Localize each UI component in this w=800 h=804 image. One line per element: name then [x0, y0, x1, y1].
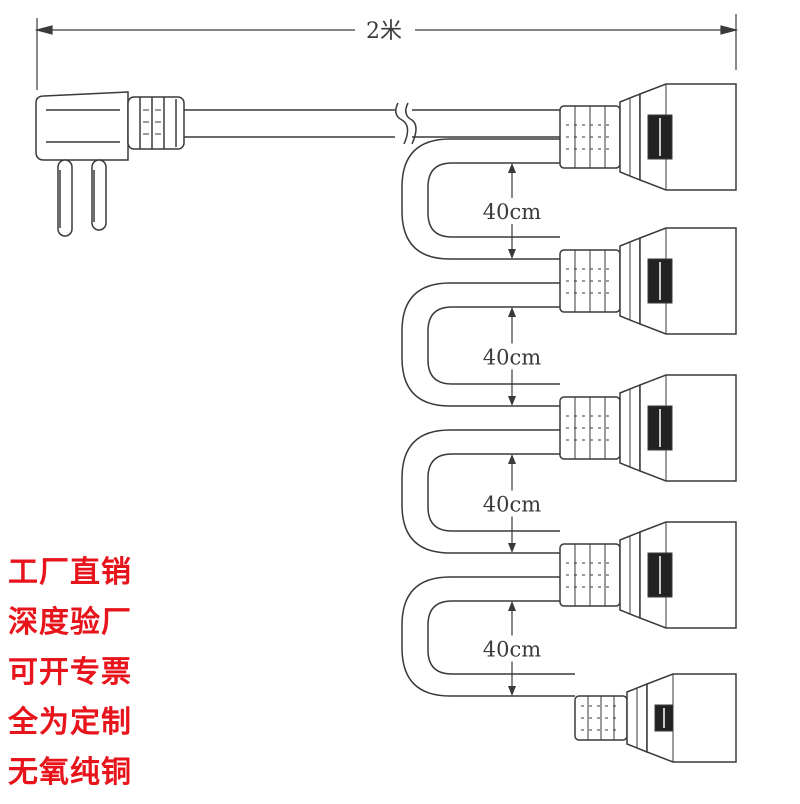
spacing-label: 40cm — [483, 493, 541, 517]
branch-loop — [401, 576, 575, 697]
iec-connector — [559, 227, 737, 335]
plug-pin-right — [91, 159, 107, 231]
main-plug — [35, 91, 185, 237]
promo-line: 无氧纯铜 — [8, 755, 132, 790]
plug-body — [35, 91, 129, 161]
promo-line: 全为定制 — [8, 705, 132, 740]
branch-loop — [401, 282, 560, 407]
promo-line: 可开专票 — [8, 655, 132, 690]
dim-arrow-right — [720, 25, 739, 35]
branch-loop — [401, 138, 560, 260]
spacing-dimension: 40cm — [478, 307, 546, 406]
spacing-label: 40cm — [483, 346, 541, 370]
total-length-label: 2米 — [366, 19, 402, 44]
promo-text-block: 工厂直销 深度验厂 可开专票 全为定制 无氧纯铜 — [8, 548, 208, 798]
connectors — [559, 83, 737, 763]
spacing-dimensions: 40cm 40cm 40cm 40cm — [478, 163, 546, 696]
break-mark — [395, 102, 409, 145]
branch-loop — [401, 429, 560, 554]
plug-strain-relief — [127, 96, 185, 150]
spacing-dimension: 40cm — [478, 601, 546, 696]
spacing-dimension: 40cm — [478, 163, 546, 259]
spacing-dimension: 40cm — [478, 454, 546, 553]
plug-pin-left — [57, 159, 73, 237]
spacing-label: 40cm — [483, 200, 541, 224]
spacing-label: 40cm — [483, 638, 541, 662]
iec-connector — [559, 83, 737, 191]
iec-connector — [559, 521, 737, 629]
promo-line: 深度验厂 — [8, 605, 132, 640]
iec-connector — [574, 673, 737, 763]
promo-line: 工厂直销 — [8, 555, 132, 590]
main-cable — [184, 102, 560, 145]
branch-loops — [401, 138, 575, 697]
iec-connector — [559, 374, 737, 482]
dim-arrow-left — [34, 25, 53, 35]
